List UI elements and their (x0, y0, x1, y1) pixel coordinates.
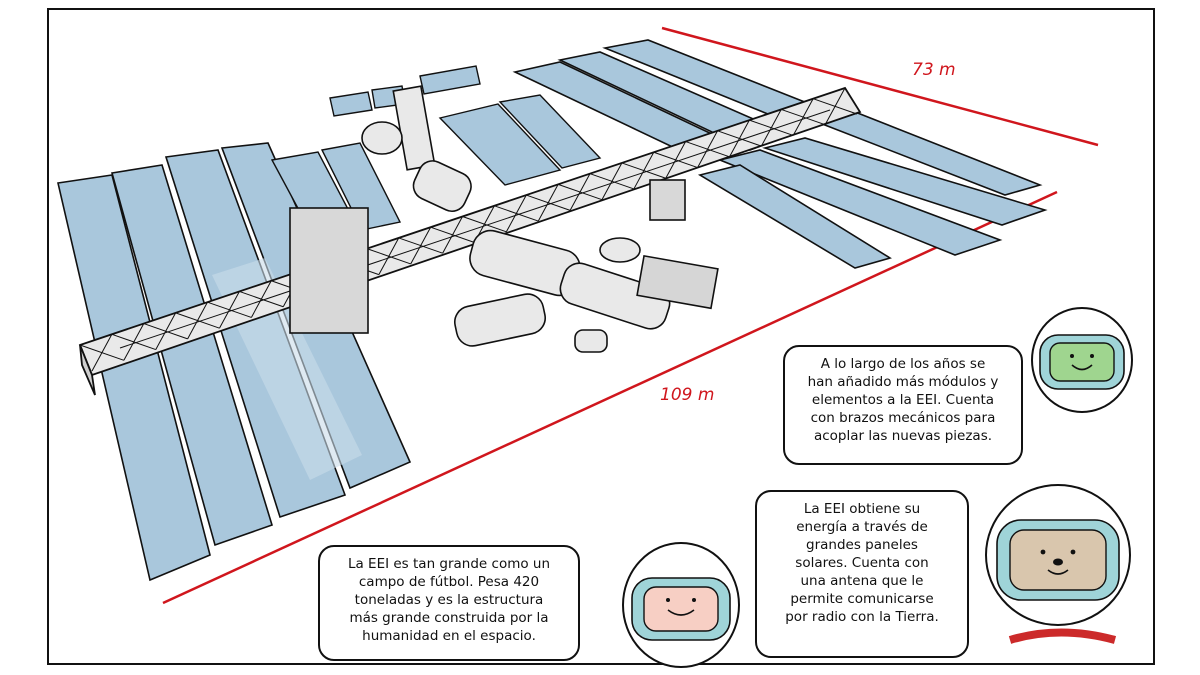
speech-bubble-middle: La EEI obtiene su energía a través de gr… (755, 490, 969, 658)
speech-bubble-left: La EEI es tan grande como un campo de fú… (318, 545, 580, 661)
width-dimension-label: 109 m (660, 385, 715, 405)
station-modules (289, 85, 719, 353)
truss-bracing (79, 87, 858, 372)
length-dimension-line (661, 26, 1099, 147)
green-astronaut (1031, 307, 1133, 413)
bear-astronaut (985, 484, 1131, 644)
speech-bubble-top-right: A lo largo de los años se han añadido má… (783, 345, 1023, 465)
pink-astronaut (622, 542, 740, 668)
width-dimension-line (162, 190, 1058, 605)
length-dimension-label: 73 m (912, 60, 956, 80)
